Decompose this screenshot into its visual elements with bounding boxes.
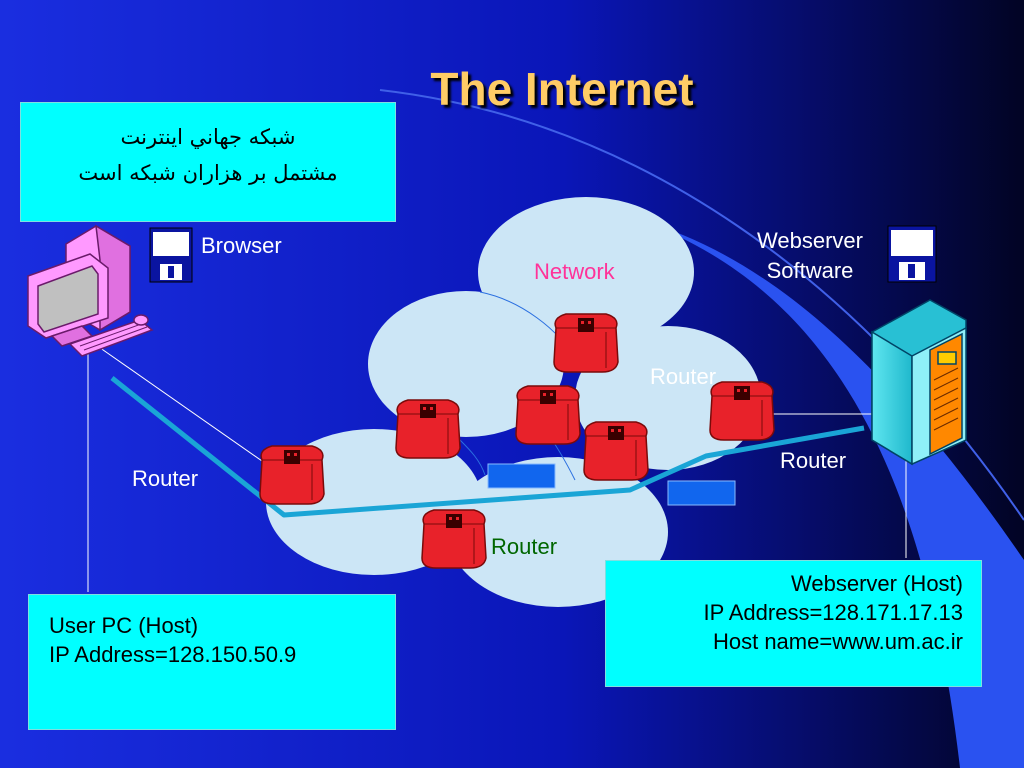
router-label-right-top: Router xyxy=(650,364,717,389)
webserver-software-label: Webserver Software xyxy=(740,226,880,286)
slide-title: The Internet xyxy=(430,63,694,115)
router-label-bottom: Router xyxy=(491,534,558,559)
webserver-label-line-1: Webserver xyxy=(757,228,863,253)
user-pc-host-text: User PC (Host) xyxy=(49,613,199,638)
floppy-disk-icon-browser xyxy=(149,227,193,283)
router-label-left: Router xyxy=(132,466,199,491)
user-pc-icon xyxy=(27,224,154,357)
route-path xyxy=(110,376,865,518)
router-icon-3 xyxy=(515,385,581,445)
persian-line-2: مشتمل بر هزاران شبکه است xyxy=(78,161,338,185)
router-icon-2 xyxy=(395,399,461,459)
packet-1 xyxy=(487,463,556,489)
floppy-disk-icon-server xyxy=(887,225,937,283)
router-label-right: Router xyxy=(780,448,847,473)
webserver-ip-text: IP Address=128.171.17.13 xyxy=(703,600,963,625)
swoosh-band xyxy=(640,220,1024,768)
webserver-info-box: Webserver (Host) IP Address=128.171.17.1… xyxy=(605,560,982,687)
router-icon-4 xyxy=(583,421,649,481)
connector-lines xyxy=(87,344,907,592)
persian-line-1: شبکه جهاني اينترنت xyxy=(120,125,296,149)
network-label: Network xyxy=(534,259,615,284)
user-pc-info-box: User PC (Host) IP Address=128.150.50.9 xyxy=(28,594,396,730)
persian-description-box: شبکه جهاني اينترنت مشتمل بر هزاران شبکه … xyxy=(20,102,396,222)
webserver-host-text: Webserver (Host) xyxy=(791,571,963,596)
router-icon-1 xyxy=(553,313,619,373)
user-pc-ip-text: IP Address=128.150.50.9 xyxy=(49,642,297,667)
router-icon-5 xyxy=(709,381,775,441)
browser-label: Browser xyxy=(201,233,282,258)
webserver-hostname-text: Host name=www.um.ac.ir xyxy=(712,629,963,654)
web-server-tower-icon xyxy=(871,299,967,466)
webserver-label-line-2: Software xyxy=(766,258,854,283)
packet-2 xyxy=(667,480,736,506)
router-icon-7 xyxy=(421,509,487,569)
router-icon-6 xyxy=(259,445,325,505)
